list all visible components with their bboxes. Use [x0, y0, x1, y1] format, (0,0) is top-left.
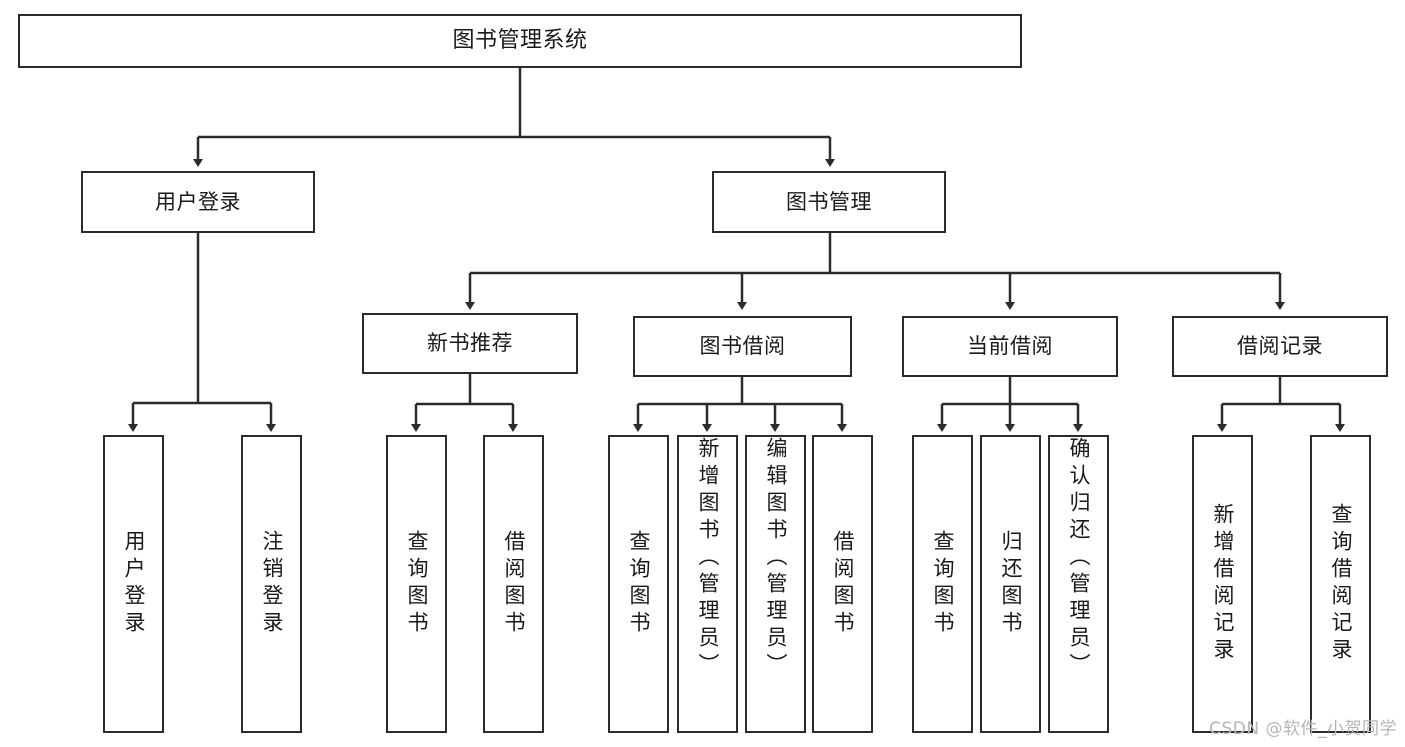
node-label: 编辑图书（管理员）: [764, 437, 788, 680]
node-new-book-recommendation[interactable]: 新书推荐: [362, 313, 578, 374]
leaf-return-book[interactable]: 归还图书: [980, 435, 1041, 733]
node-label: 查询图书: [627, 530, 651, 638]
leaf-query-book-recommend[interactable]: 查询图书: [386, 435, 447, 733]
node-current-borrowing[interactable]: 当前借阅: [902, 316, 1118, 377]
node-label: 确认归还（管理员）: [1067, 437, 1091, 680]
node-label: 新增借阅记录: [1211, 503, 1235, 665]
node-label: 归还图书: [999, 530, 1023, 638]
node-label: 查询图书: [931, 530, 955, 638]
node-user-login[interactable]: 用户登录: [81, 171, 315, 233]
node-label: 查询图书: [405, 530, 429, 638]
leaf-borrow-book-recommend[interactable]: 借阅图书: [483, 435, 544, 733]
node-label: 新增图书（管理员）: [696, 437, 720, 680]
leaf-logout-login[interactable]: 注销登录: [241, 435, 302, 733]
leaf-user-login[interactable]: 用户登录: [103, 435, 164, 733]
node-borrowing-record[interactable]: 借阅记录: [1172, 316, 1388, 377]
node-root-book-management-system[interactable]: 图书管理系统: [18, 14, 1022, 68]
node-label: 借阅图书: [831, 530, 855, 638]
leaf-query-book-borrow[interactable]: 查询图书: [608, 435, 669, 733]
node-label: 查询借阅记录: [1329, 503, 1353, 665]
watermark-text: CSDN @软件_小贺同学: [1209, 719, 1397, 739]
leaf-add-borrow-record[interactable]: 新增借阅记录: [1192, 435, 1253, 733]
leaf-confirm-return-admin[interactable]: 确认归还（管理员）: [1048, 435, 1109, 733]
node-label: 图书管理系统: [452, 28, 588, 54]
node-book-management[interactable]: 图书管理: [712, 171, 946, 233]
node-label: 图书管理: [786, 189, 872, 214]
node-label: 当前借阅: [967, 334, 1053, 359]
leaf-edit-book-admin[interactable]: 编辑图书（管理员）: [745, 435, 806, 733]
node-label: 借阅图书: [502, 530, 526, 638]
leaf-query-book-current[interactable]: 查询图书: [912, 435, 973, 733]
node-label: 借阅记录: [1237, 334, 1323, 359]
node-label: 图书借阅: [699, 334, 786, 359]
node-label: 用户登录: [122, 530, 146, 638]
leaf-borrow-book[interactable]: 借阅图书: [812, 435, 873, 733]
node-label: 新书推荐: [427, 331, 513, 356]
node-label: 注销登录: [260, 530, 284, 638]
node-book-borrowing[interactable]: 图书借阅: [633, 316, 852, 377]
leaf-query-borrow-record[interactable]: 查询借阅记录: [1310, 435, 1371, 733]
node-label: 用户登录: [155, 189, 241, 214]
leaf-add-book-admin[interactable]: 新增图书（管理员）: [677, 435, 738, 733]
